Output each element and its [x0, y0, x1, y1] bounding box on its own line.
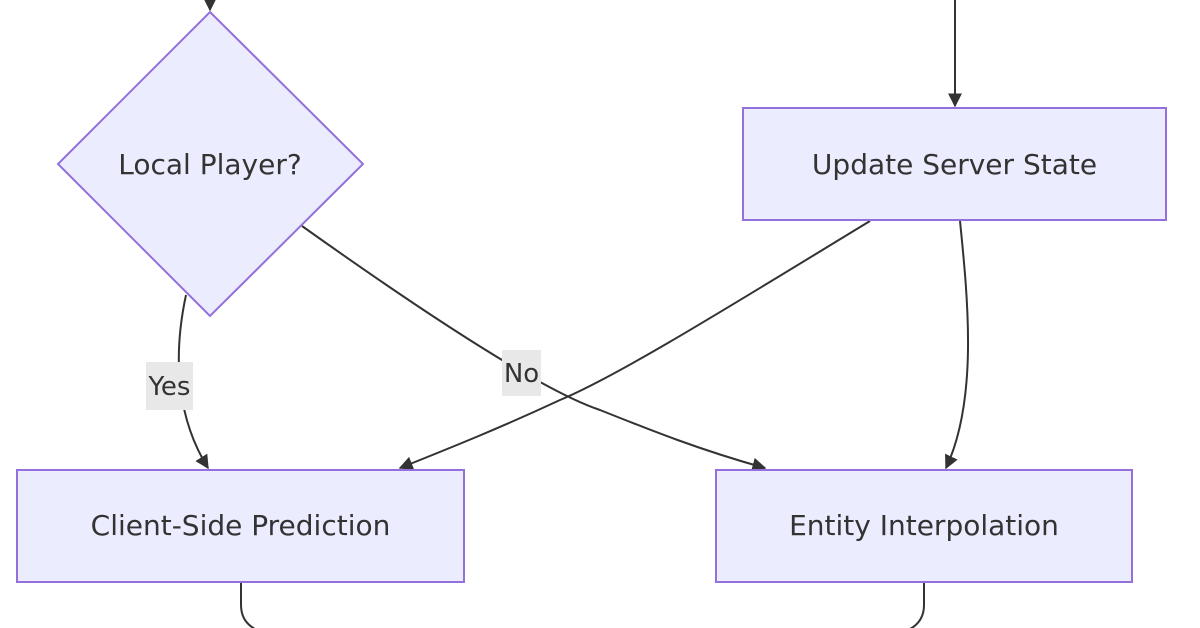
- edge-outgoing-prediction: [240, 583, 256, 628]
- edge-label-yes-text: Yes: [148, 372, 191, 402]
- node-client-side-prediction-label: Client-Side Prediction: [91, 509, 391, 542]
- edge-label-yes: Yes: [146, 362, 193, 410]
- node-local-player-label: Local Player?: [118, 148, 301, 181]
- node-local-player[interactable]: Local Player?: [56, 10, 365, 318]
- edge-server-to-prediction: [398, 220, 871, 470]
- node-entity-interpolation-label: Entity Interpolation: [789, 509, 1059, 542]
- edge-server-to-interpolation: [945, 220, 969, 470]
- edge-outgoing-interpolation: [909, 583, 925, 628]
- edge-label-no-text: No: [504, 359, 539, 389]
- edge-label-no: No: [502, 350, 541, 396]
- node-entity-interpolation[interactable]: Entity Interpolation: [715, 469, 1133, 583]
- node-client-side-prediction[interactable]: Client-Side Prediction: [16, 469, 465, 583]
- node-update-server-state-label: Update Server State: [812, 148, 1097, 181]
- edge-no: [301, 225, 767, 472]
- node-update-server-state[interactable]: Update Server State: [742, 107, 1167, 221]
